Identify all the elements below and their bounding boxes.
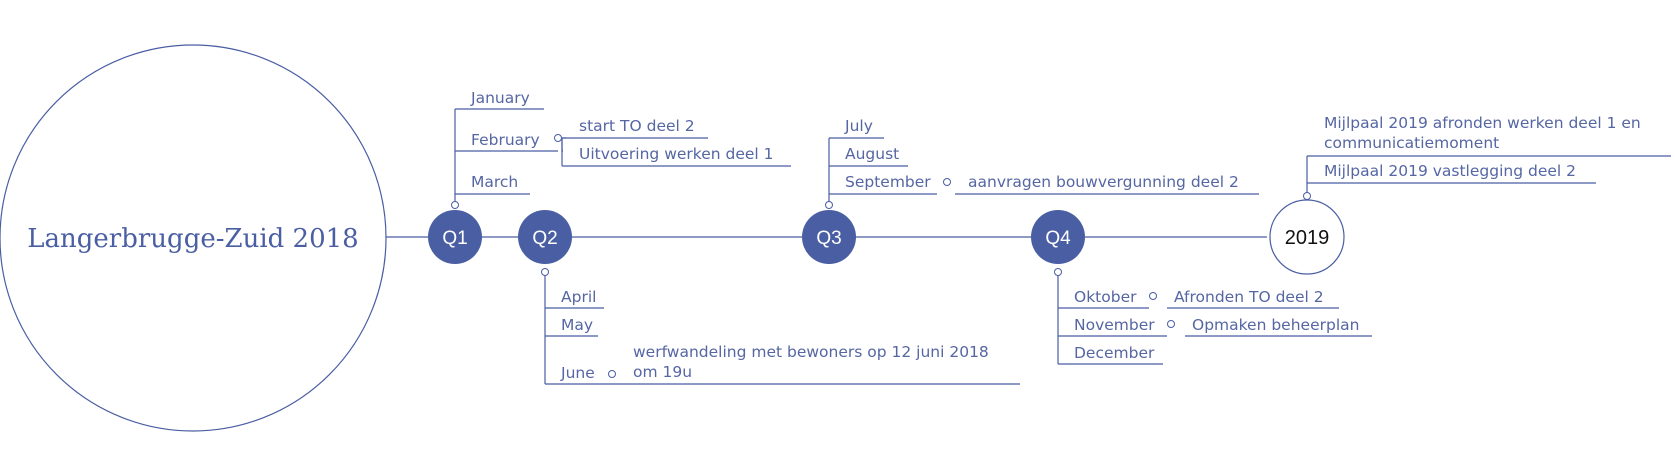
collapse-knob-q4[interactable]: [1054, 268, 1062, 276]
quarter-node-q1[interactable]: Q1: [428, 210, 482, 264]
month-january[interactable]: January: [470, 89, 530, 107]
task-item[interactable]: Uitvoering werken deel 1: [579, 145, 774, 163]
month-july[interactable]: July: [844, 117, 873, 135]
end-node-2019[interactable]: 2019: [1269, 199, 1345, 275]
milestone-item[interactable]: Mijlpaal 2019 vastlegging deel 2: [1324, 162, 1576, 180]
collapse-knob-q3[interactable]: [825, 201, 833, 209]
quarter-label: Q2: [532, 228, 557, 249]
collapse-knob-november[interactable]: [1167, 320, 1175, 328]
quarter-label: Q3: [816, 228, 841, 249]
root-node[interactable]: Langerbrugge-Zuid 2018: [0, 44, 387, 432]
connector-lines: [386, 108, 1671, 385]
collapse-knob-june[interactable]: [608, 370, 616, 378]
task-item[interactable]: aanvragen bouwvergunning deel 2: [968, 173, 1239, 191]
month-may[interactable]: May: [561, 316, 593, 334]
month-june[interactable]: June: [560, 364, 595, 382]
task-item[interactable]: werfwandeling met bewoners op 12 juni 20…: [633, 343, 989, 381]
collapse-knob-2019[interactable]: [1303, 192, 1311, 200]
quarter-node-q2[interactable]: Q2: [518, 210, 572, 264]
task-item[interactable]: Afronden TO deel 2: [1174, 288, 1324, 306]
month-august[interactable]: August: [845, 145, 899, 163]
quarter-node-q4[interactable]: Q4: [1031, 210, 1085, 264]
month-march[interactable]: March: [471, 173, 518, 191]
month-december[interactable]: December: [1074, 344, 1155, 362]
collapse-knob-q1[interactable]: [451, 201, 459, 209]
collapse-knob-february[interactable]: [554, 134, 562, 142]
task-item[interactable]: Opmaken beheerplan: [1192, 316, 1359, 334]
month-oktober[interactable]: Oktober: [1074, 288, 1137, 306]
quarter-label: Q1: [442, 228, 467, 249]
quarter-label: Q4: [1045, 228, 1071, 249]
collapse-knob-oktober[interactable]: [1149, 292, 1157, 300]
quarter-node-q3[interactable]: Q3: [802, 210, 856, 264]
collapse-knob-september[interactable]: [943, 178, 951, 186]
collapse-knob-q2[interactable]: [541, 268, 549, 276]
root-title: Langerbrugge-Zuid 2018: [27, 224, 358, 254]
month-february[interactable]: February: [471, 131, 540, 149]
end-node-label: 2019: [1285, 227, 1330, 249]
month-september[interactable]: September: [845, 173, 931, 191]
task-item[interactable]: start TO deel 2: [579, 117, 695, 135]
month-april[interactable]: April: [561, 288, 596, 306]
month-november[interactable]: November: [1074, 316, 1155, 334]
collapse-knobs: [451, 134, 1311, 378]
